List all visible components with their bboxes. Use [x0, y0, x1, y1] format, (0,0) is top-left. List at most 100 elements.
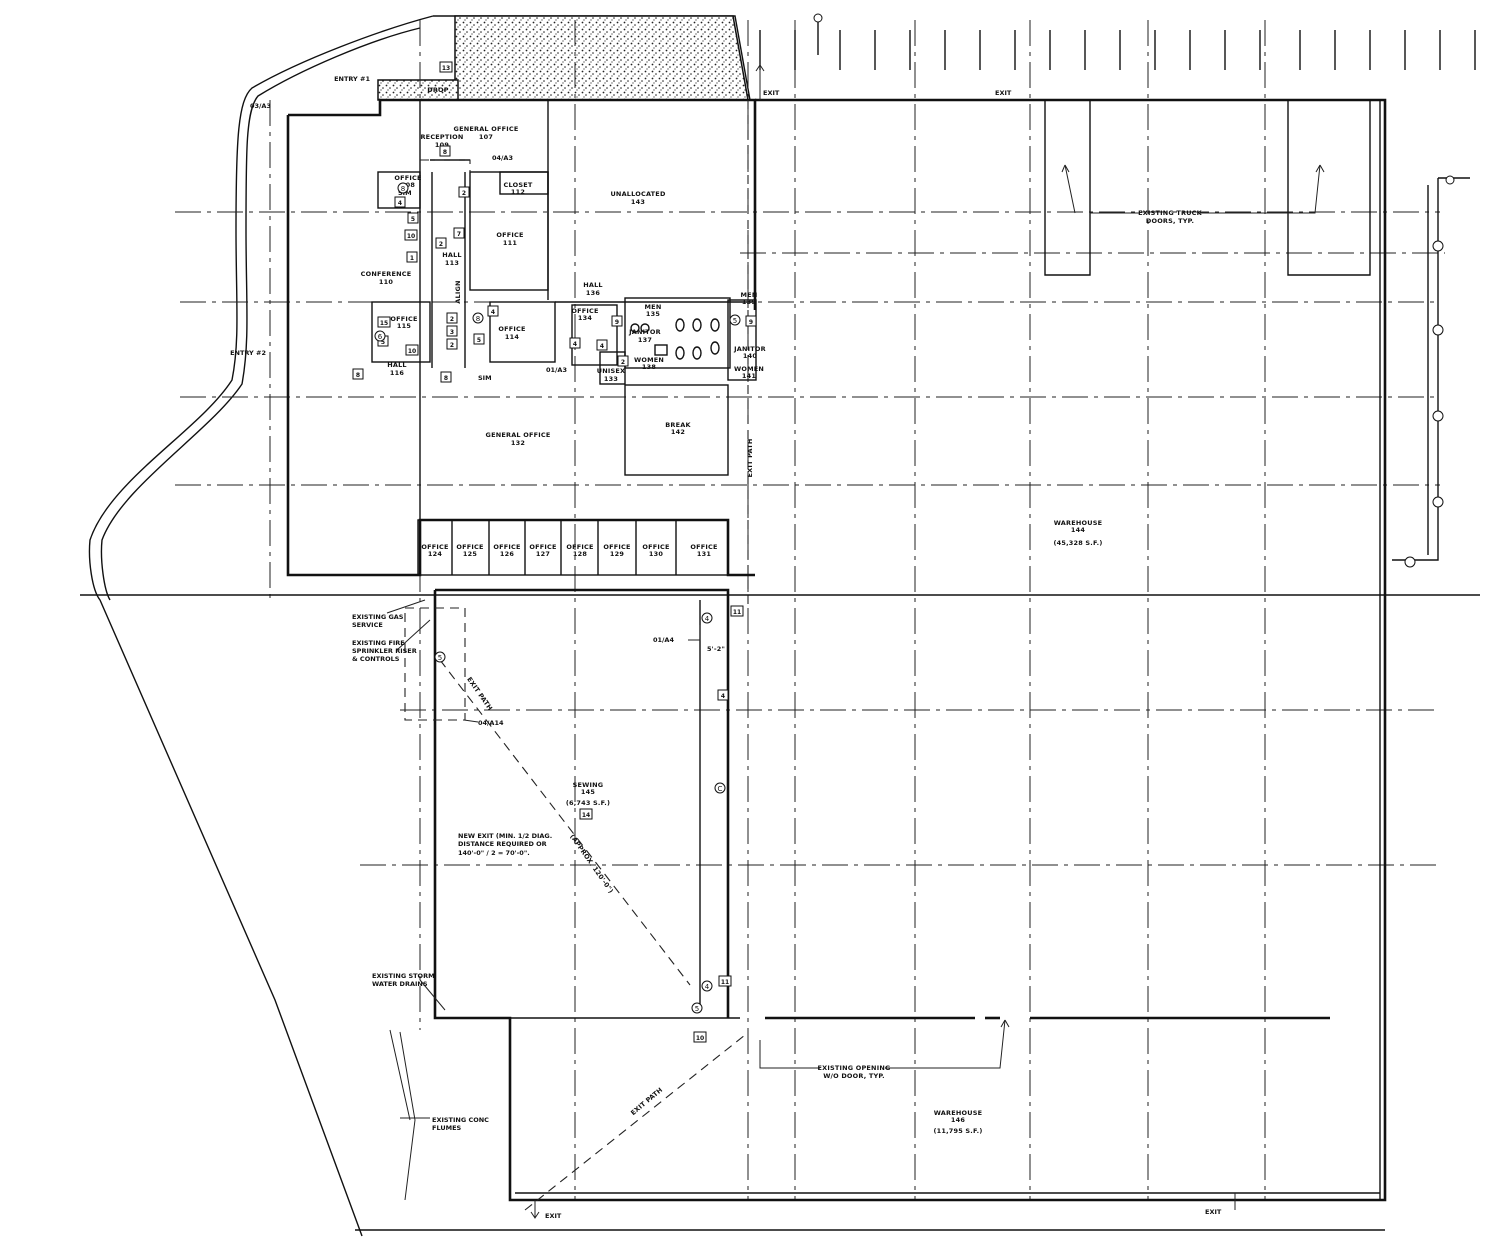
area-sewing: (6,743 S.F.): [566, 799, 610, 807]
label-men-135: MEN: [645, 303, 662, 311]
office-row-label: OFFICE: [493, 543, 520, 551]
note-sprinkler-3: & CONTROLS: [352, 655, 400, 663]
note-entry1: ENTRY #1: [334, 75, 370, 83]
label-office-115: OFFICE: [390, 315, 417, 323]
label-hall-116: HALL: [387, 361, 407, 369]
label-warehouse-main: WAREHOUSE: [1054, 519, 1103, 527]
office-row-num: 124: [428, 550, 442, 558]
label-women-138: WOMEN: [634, 356, 664, 364]
note-newexit-2: DISTANCE REQUIRED OR: [458, 840, 547, 848]
office-row-num: 125: [463, 550, 477, 558]
keynote-13: 13: [442, 65, 450, 72]
label-reception: RECEPTION: [420, 133, 463, 141]
restroom-fixtures: [630, 318, 720, 360]
office-row-num: 130: [649, 550, 663, 558]
label-warehouse-lower: WAREHOUSE: [934, 1109, 983, 1117]
tag-8b: 8: [401, 185, 405, 193]
office-row-label: OFFICE: [456, 543, 483, 551]
tag-5c: 5: [733, 317, 737, 325]
keynote-11b: 11: [721, 979, 729, 986]
tag-5b: 5: [695, 1005, 699, 1013]
keynote-4b: 4: [491, 309, 495, 316]
note-exit-path-vertical: EXIT PATH: [746, 439, 754, 478]
num-general-office-top: 107: [479, 133, 493, 141]
keynote-14: 14: [582, 812, 590, 819]
office-row-num: 131: [697, 550, 711, 558]
office-row-label: OFFICE: [642, 543, 669, 551]
keynote-10: 10: [407, 233, 415, 240]
num-reception: 109: [435, 141, 449, 149]
num-hall-113: 113: [445, 259, 459, 267]
room-labels: RECEPTION 109 GENERAL OFFICE 107 OFFICE …: [361, 125, 1103, 1135]
column-grid-vertical: [269, 20, 1386, 1200]
num-men-135: 135: [646, 310, 660, 318]
note-storm-1: EXISTING STORM: [372, 972, 435, 980]
keynote-10b: 10: [408, 348, 416, 355]
keynote-4c: 4: [573, 341, 577, 348]
keynote-5c: 5: [381, 339, 385, 346]
num-office-114: 114: [505, 333, 519, 341]
keynote-2e: 2: [621, 359, 625, 366]
office-row-label: OFFICE: [421, 543, 448, 551]
office-row-labels: OFFICE 124 OFFICE 125 OFFICE 126 OFFICE …: [421, 543, 717, 558]
label-general-office-top: GENERAL OFFICE: [454, 125, 519, 133]
note-sprinkler-2: SPRINKLER RISER: [352, 647, 417, 655]
num-office-108: 108: [401, 181, 415, 189]
label-men-139: MEN: [741, 291, 758, 299]
note-opening-1: EXISTING OPENING: [817, 1064, 890, 1072]
keynote-8: 8: [443, 149, 447, 156]
keynote-2d: 2: [450, 342, 454, 349]
keynote-10c: 10: [696, 1035, 704, 1042]
keynote-5: 5: [411, 216, 415, 223]
ref-01a4: 01/A4: [653, 636, 674, 644]
office-row-label: OFFICE: [529, 543, 556, 551]
note-truck-2: DOORS, TYP.: [1146, 217, 1194, 225]
keynotes: 13 8 4 5 10 1 2 7 2 2 3 2 4 5 15 5 10 8 …: [352, 61, 757, 1043]
num-janitor-137: 137: [638, 336, 652, 344]
note-entry2: ENTRY #2: [230, 349, 266, 357]
num-unallocated: 143: [631, 198, 645, 206]
ref-04a14: 04/A14: [478, 719, 504, 727]
note-opening-2: W/O DOOR, TYP.: [823, 1072, 885, 1080]
ref-01a3: 01/A3: [546, 366, 567, 374]
note-exit-path-lower: EXIT PATH: [629, 1086, 664, 1117]
num-women-141: 141: [742, 372, 756, 380]
area-warehouse-lower: (11,795 S.F.): [934, 1127, 983, 1135]
keynote-3: 3: [450, 329, 454, 336]
keynote-15: 15: [380, 320, 388, 327]
note-exit-top-1: EXIT: [763, 89, 780, 97]
label-break: BREAK: [665, 421, 691, 429]
keynote-2: 2: [439, 241, 443, 248]
column-grid-horizontal: [175, 211, 1445, 866]
keynote-11: 11: [733, 609, 741, 616]
note-dim-5-2: 5'-2": [707, 645, 725, 653]
num-warehouse-lower: 146: [951, 1116, 965, 1124]
keynote-7: 7: [457, 231, 461, 238]
note-exit-bottom-2: EXIT: [1205, 1208, 1222, 1216]
stipple-sidewalk: [454, 15, 749, 101]
note-gas-1: EXISTING GAS: [352, 613, 404, 621]
keynote-5b: 5: [477, 337, 481, 344]
keynote-4e: 4: [721, 693, 725, 700]
keynote-8c: 8: [444, 375, 448, 382]
label-sewing: SEWING: [573, 781, 604, 789]
num-office-111: 111: [503, 239, 517, 247]
note-exit-top-2: EXIT: [995, 89, 1012, 97]
num-women-138: 138: [642, 363, 656, 371]
label-women-141: WOMEN: [734, 365, 764, 373]
ref-03a3: 03/A3: [250, 102, 271, 110]
note-storm-2: WATER DRAINS: [372, 980, 428, 988]
keynote-4d: 4: [600, 343, 604, 350]
note-newexit-3: 140'-0" / 2 = 70'-0".: [458, 849, 530, 857]
keynote-4: 4: [398, 200, 402, 207]
tag-4: 4: [705, 615, 710, 623]
keynote-9b: 9: [749, 319, 753, 326]
office-row-num: 127: [536, 550, 550, 558]
office-row-label: OFFICE: [603, 543, 630, 551]
label-office-111: OFFICE: [496, 231, 523, 239]
note-align: ALIGN: [454, 280, 462, 303]
num-sewing: 145: [581, 788, 595, 796]
note-truck-1: EXISTING TRUCK: [1138, 209, 1203, 217]
note-flumes-2: FLUMES: [432, 1124, 462, 1132]
tag-8: 8: [476, 315, 480, 323]
